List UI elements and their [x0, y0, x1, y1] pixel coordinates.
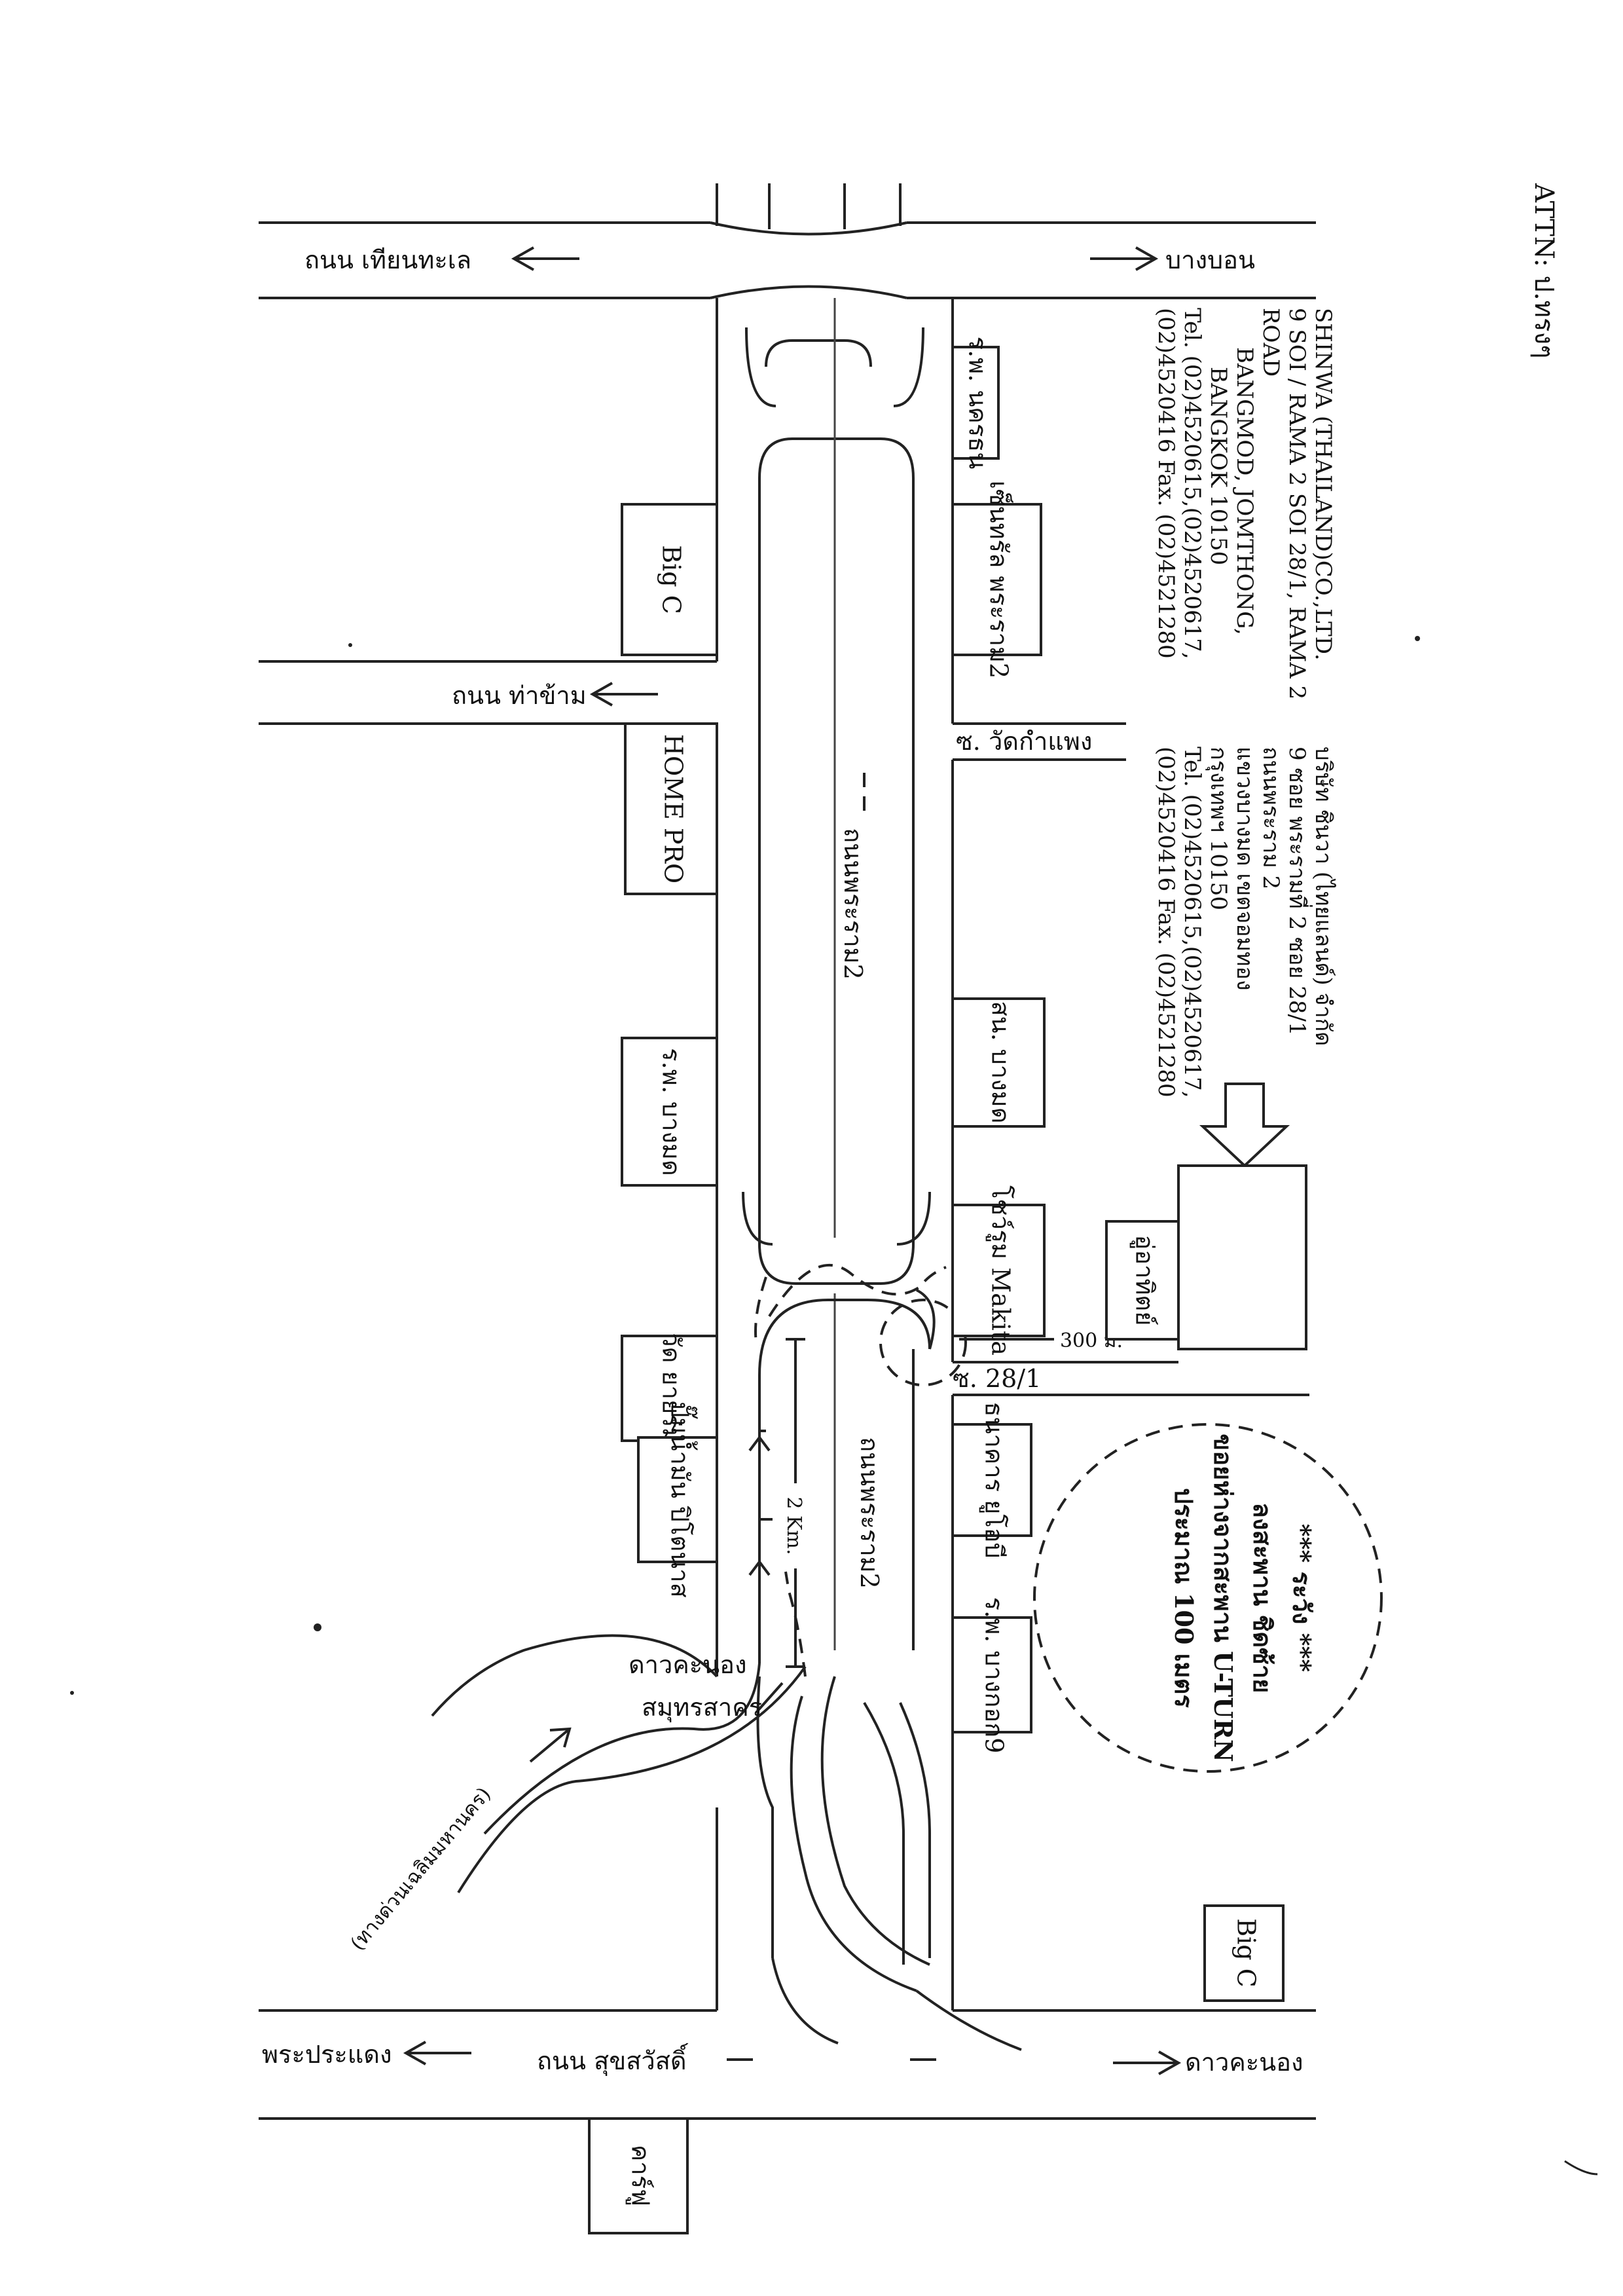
svg-text:Tel. (02)4520615,(02)4520617,: Tel. (02)4520615,(02)4520617,: [1179, 308, 1205, 659]
building-wat-yairom: วัด ยายร่ม: [621, 1333, 718, 1444]
arrow-up-icon: [748, 1559, 771, 1598]
direction-arrows: [403, 246, 1290, 2075]
building-central-rama2: เซ็นทรัล พระราม2: [951, 481, 1042, 678]
svg-text:เซ็นทรัล พระราม2: เซ็นทรัล พระราม2: [985, 481, 1014, 678]
building-big-c-bottom: Big C: [1203, 1904, 1285, 2002]
svg-text:HOME PRO: HOME PRO: [659, 734, 688, 883]
road-label-bangbon: บางบอน: [1165, 246, 1255, 274]
svg-text:9 SOI / RAMA 2 SOI 28/1, RAMA: 9 SOI / RAMA 2 SOI 28/1, RAMA 2: [1284, 308, 1310, 699]
building-rp-bangkok9: ร.พ. บางกอก9: [951, 1597, 1032, 1754]
svg-text:Tel. (02)4520615,(02)4520617,: Tel. (02)4520615,(02)4520617,: [1179, 747, 1205, 1098]
scan-marks: [70, 636, 1598, 2176]
building-police-bangmot: สน. บางมด: [951, 997, 1046, 1128]
svg-text:คาร์ฟู: คาร์ฟู: [626, 2145, 655, 2206]
svg-text:ประมาณ 100 เมตร: ประมาณ 100 เมตร: [1169, 1488, 1199, 1708]
svg-text:BANGKOK 10150: BANGKOK 10150: [1205, 367, 1231, 565]
arrow-up-icon: [748, 1435, 771, 1477]
building-rp-nakhonthon: ร.พ. นครธน: [951, 337, 1000, 470]
distance-2km: 2 Km.: [773, 1338, 818, 1668]
building-bank-uob: ธนาคาร ยูโอบี: [951, 1401, 1032, 1559]
svg-text:สน. บางมด: สน. บางมด: [987, 1001, 1015, 1123]
junction-circle: [879, 1299, 967, 1386]
building-carrefour: คาร์ฟู: [588, 2117, 689, 2234]
arrow-down-left-icon: [755, 1682, 784, 1714]
road-labels: ถนน เทียนทะเล บางบอน ถนน ท่าข้าม ซ. วัดก…: [262, 246, 1304, 2077]
svg-text:BANGMOD, JOMTHONG,: BANGMOD, JOMTHONG,: [1231, 347, 1258, 635]
svg-text:กรุงเทพฯ 10150: กรุงเทพฯ 10150: [1205, 747, 1231, 910]
ramp-label-samutsakhon: สมุทรสาคร: [642, 1693, 762, 1722]
arrow-left-icon: [403, 2041, 471, 2065]
arrow-right-icon: [1090, 246, 1159, 271]
building-showroom-makita: โชว์รูม Makita: [951, 1185, 1046, 1356]
svg-text:SHINWA (THAILAND)CO.,LTD.: SHINWA (THAILAND)CO.,LTD.: [1310, 308, 1336, 661]
svg-text:(02)4520416 Fax. (02)4521280: (02)4520416 Fax. (02)4521280: [1153, 747, 1179, 1098]
svg-text:Big C: Big C: [657, 545, 686, 614]
handwritten-note: ATTN: ป.ทรงๆ: [1529, 183, 1559, 359]
svg-text:ร.พ. บางมด: ร.พ. บางมด: [657, 1048, 686, 1176]
svg-text:ROAD: ROAD: [1258, 308, 1284, 377]
buildings: ร.พ. นครธน เซ็นทรัล พระราม2 Big C HOME P…: [588, 337, 1307, 2234]
building-big-c-top: Big C: [621, 503, 718, 656]
arrow-right-icon: [1113, 2050, 1182, 2075]
building-rp-bangmot: ร.พ. บางมด: [621, 1037, 718, 1187]
building-home-pro: HOME PRO: [624, 722, 718, 895]
svg-text:ถนนพระราม 2: ถนนพระราม 2: [1258, 747, 1284, 889]
road-label-daokhanong-right: ดาวคะนอง: [1185, 2048, 1304, 2077]
building-garage: อู่อาทิตย์: [1105, 1220, 1180, 1341]
uturn-distance-label: 2 Km.: [782, 1496, 805, 1555]
ramp-label-daokhanong: ดาวคะนอง: [629, 1650, 747, 1679]
svg-text:ร.พ. บางกอก9: ร.พ. บางกอก9: [980, 1597, 1009, 1754]
warning-note: *** ระวัง *** ลงสะพาน ชิดซ้าย ขอยห่างจาก…: [1033, 1423, 1383, 1773]
address-block-en: SHINWA (THAILAND)CO.,LTD. 9 SOI / RAMA 2…: [1153, 308, 1336, 699]
svg-text:โชว์รูม Makita: โชว์รูม Makita: [986, 1185, 1015, 1356]
svg-text:อู่อาทิตย์: อู่อาทิตย์: [1130, 1235, 1159, 1326]
arrow-up-right-icon: [529, 1727, 572, 1763]
svg-text:(02)4520416 Fax. (02)4521280: (02)4520416 Fax. (02)4521280: [1153, 308, 1179, 659]
road-label-soi28: ซ. 28/1: [953, 1364, 1041, 1393]
svg-text:ร.พ. นครธน: ร.พ. นครธน: [964, 337, 993, 470]
svg-text:แขวงบางมด เขตจอมทอง: แขวงบางมด เขตจอมทอง: [1231, 747, 1258, 991]
svg-text:ธนาคาร ยูโอบี: ธนาคาร ยูโอบี: [979, 1401, 1009, 1558]
road-label-wat-kamphaeng: ซ. วัดกำแพง: [956, 727, 1092, 756]
svg-text:ปั๊มน้ำมัน ปิโตนาส: ปั๊มน้ำมัน ปิโตนาส: [666, 1401, 699, 1597]
svg-text:ลงสะพาน ชิดซ้าย: ลงสะพาน ชิดซ้าย: [1248, 1503, 1277, 1694]
destination-arrow-icon: [1199, 1083, 1290, 1168]
address-block-th: บริษัท ชินวา (ไทยแลนด์) จำกัด 9 ซอย พระร…: [1153, 747, 1336, 1098]
svg-text:วัด ยายร่ม: วัด ยายร่ม: [657, 1333, 686, 1443]
road-label-phrapradaeng: พระประแดง: [262, 2040, 392, 2069]
road-label-thakham: ถนน ท่าข้าม: [452, 681, 587, 710]
svg-text:Big C: Big C: [1232, 1918, 1261, 1988]
road-label-tiantalay: ถนน เทียนทะเล: [304, 246, 471, 274]
svg-text:*** ระวัง ***: *** ระวัง ***: [1287, 1524, 1317, 1673]
arrow-left-icon: [589, 682, 658, 707]
svg-text:9 ซอย พระรามที่ 2 ซอย 28/1: 9 ซอย พระรามที่ 2 ซอย 28/1: [1284, 747, 1313, 1036]
road-label-suksawat: ถนน สุขสวัสดิ์: [537, 2043, 689, 2076]
road-label-rama2-lower: ถนนพระราม2: [855, 1437, 884, 1589]
road-label-rama2-upper: ถนนพระราม2: [839, 828, 867, 980]
svg-text:ขอยห่างจากสะพาน U-TURN: ขอยห่างจากสะพาน U-TURN: [1209, 1434, 1238, 1762]
destination-shinwa: [1177, 1164, 1307, 1350]
building-gas-station: ปั๊มน้ำมัน ปิโตนาส: [637, 1401, 718, 1598]
svg-text:บริษัท ชินวา (ไทยแลนด์) จำกัด: บริษัท ชินวา (ไทยแลนด์) จำกัด: [1310, 747, 1336, 1046]
arrow-left-icon: [511, 246, 579, 271]
route-path: [754, 773, 967, 1677]
